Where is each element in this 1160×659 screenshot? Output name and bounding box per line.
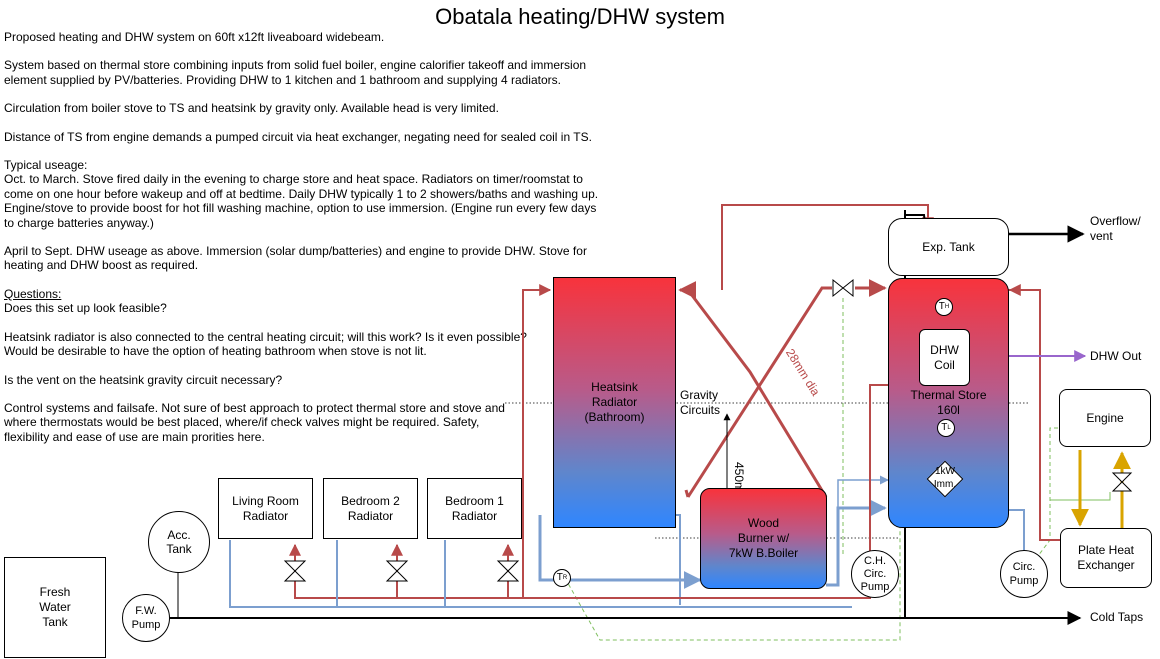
gravity-circuits-label: Gravity Circuits [680,388,721,417]
pipe-diameter-label: 28mm dia [783,346,823,398]
vent-pipe [721,204,934,290]
gravity-pipe [678,281,828,498]
wood-burner-label: Wood Burner w/ 7kW B.Boiler [728,516,799,560]
valve-icon [1111,472,1133,492]
engine: Engine [1059,389,1151,447]
valve-icon [283,560,307,582]
ch-circ-pump: C.H. Circ. Pump [851,550,899,598]
page-title: Obatala heating/DHW system [435,4,725,29]
overflow-label: Overflow/ vent [1090,214,1141,243]
valve-icon [385,560,409,582]
question-item: Does this set up look feasible? [4,301,167,316]
return-pipe [615,514,681,605]
fresh-water-tank: Fresh Water Tank [4,557,106,658]
questions-heading: Questions: [4,286,62,301]
bedroom-2-radiator: Bedroom 2 Radiator [323,478,418,539]
radiator-return-pipe [229,540,852,608]
immersion-label: 1kW Imm. [933,466,957,490]
gravity-pipe [684,489,690,498]
control-line [1050,492,1111,501]
note-paragraph: Proposed heating and DHW system on 60ft … [4,30,385,44]
note-paragraph: April to Sept. DHW useage as above. Imme… [4,244,587,273]
plate-heat-exchanger: Plate Heat Exchanger [1060,528,1152,588]
heatsink-radiator [553,277,676,528]
acc-tank: Acc. Tank [148,511,210,573]
engine-loop-pipe [1008,509,1025,555]
note-paragraph: Distance of TS from engine demands a pum… [4,129,592,144]
return-pipe [837,475,889,508]
control-line [1034,427,1058,561]
dhw-coil: DHW Coil [919,329,970,386]
living-room-radiator: Living Room Radiator [218,478,313,539]
dhw-out-label: DHW Out [1090,349,1142,363]
gravity-pipe [686,286,832,498]
heatsink-radiator-label: Heatsink Radiator (Bathroom) [584,380,645,424]
valve-icon [496,560,520,582]
question-item: Heatsink radiator is also connected to t… [4,329,527,359]
circ-pump: Circ. Pump [1000,550,1048,598]
thermal-store-label: Thermal Store 160l [910,388,987,417]
cold-taps-label: Cold Taps [1090,610,1144,624]
question-item: Control systems and failsafe. Not sure o… [4,400,505,444]
exp-tank: Exp. Tank [888,218,1009,276]
fw-pump: F.W. Pump [122,594,170,642]
note-paragraph: System based on thermal store combining … [4,58,587,87]
return-pipe [538,515,702,589]
question-item: Is the vent on the heatsink gravity circ… [4,372,283,387]
valve-icon [832,278,854,298]
bedroom-1-radiator: Bedroom 1 Radiator [427,478,522,539]
return-pipe [826,499,887,587]
note-paragraph: Typical useage: Oct. to March. Stove fir… [4,158,599,230]
engine-loop-pipe [1008,289,1062,541]
note-paragraph: Circulation from boiler stove to TS and … [4,101,499,116]
notes-block: Proposed heating and DHW system on 60ft … [4,30,624,458]
wood-burner [700,488,827,589]
control-line [564,520,901,641]
